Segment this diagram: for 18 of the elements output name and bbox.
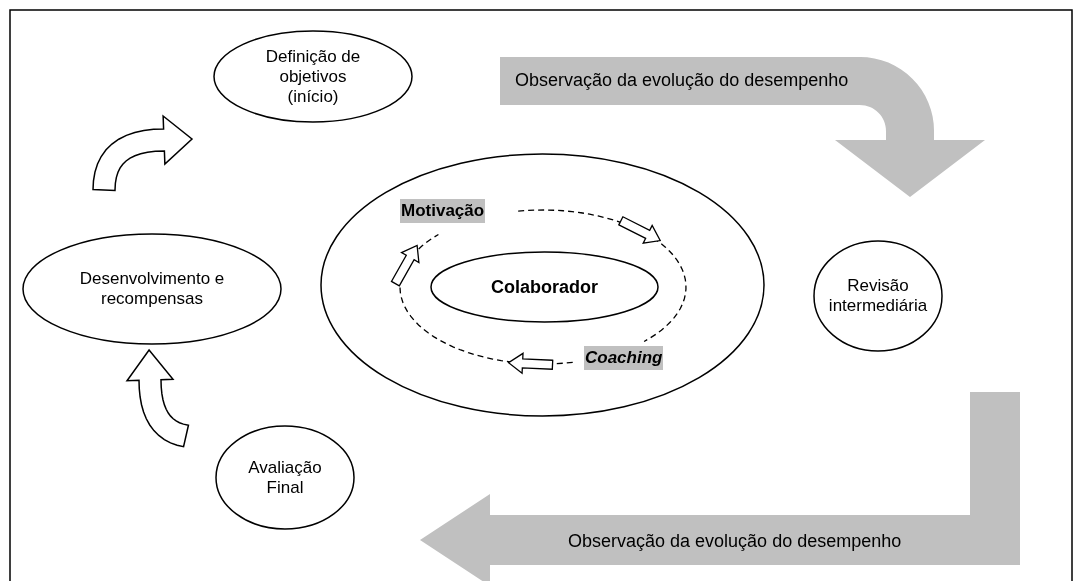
node-label: Colaborador <box>490 277 599 297</box>
highlighted-label: Motivação <box>400 199 486 223</box>
node-label: Desenvolvimento e recompensas <box>78 269 226 309</box>
ellipse-node <box>320 153 765 417</box>
node-label: Revisão intermediária <box>827 276 929 316</box>
edge-label: Observação da evolução do desempenho <box>515 70 849 91</box>
block-arrow <box>420 392 1020 581</box>
highlighted-label: Coaching <box>584 346 664 370</box>
ellipse-node <box>22 233 282 345</box>
ellipse-node <box>813 240 943 352</box>
block-arrow <box>500 57 985 197</box>
node-label: Avaliação Final <box>247 457 323 498</box>
node-label: Definição de objetivos (início) <box>264 46 362 107</box>
curved-block-arrow <box>92 114 194 192</box>
ellipse-node <box>215 425 355 530</box>
edge-label: Observação da evolução do desempenho <box>568 531 902 552</box>
ellipse-node <box>213 30 413 123</box>
ellipse-node <box>430 251 659 323</box>
